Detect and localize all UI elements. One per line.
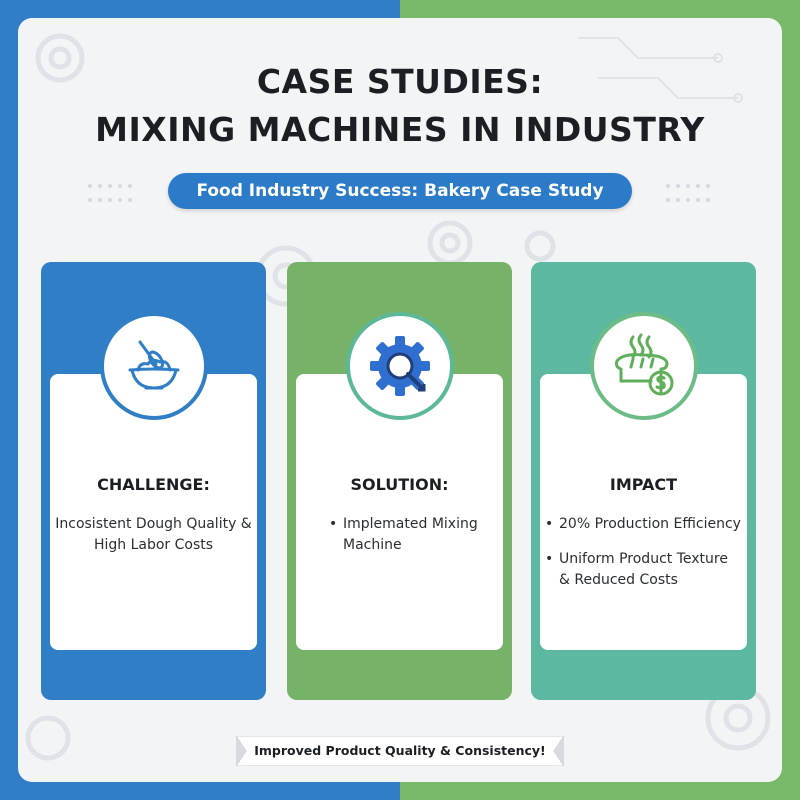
challenge-icon-badge [99,312,208,420]
subtitle-pill: Food Industry Success: Bakery Case Study [168,173,632,209]
impact-bullet-2: Uniform Product Texture & Reduced Costs [545,549,742,591]
impact-card: IMPACT 20% Production Efficiency Uniform… [531,262,756,700]
impact-heading: IMPACT [609,475,678,494]
solution-heading: SOLUTION: [350,475,449,494]
challenge-heading: CHALLENGE: [97,475,210,494]
challenge-card-body [50,374,257,650]
whisk-bowl-icon [128,340,179,390]
content-panel: CASE STUDIES: MIXING MACHINES IN INDUSTR… [18,18,782,782]
solution-card: SOLUTION: Implemated Mixing Machine [287,262,512,700]
impact-icon-badge [589,312,698,420]
impact-text: 20% Production Efficiency Uniform Produc… [545,514,742,605]
solution-bullet: Implemated Mixing Machine [329,514,498,556]
impact-card-body [540,374,747,650]
challenge-card: CHALLENGE: Incosistent Dough Quality & H… [41,262,266,700]
solution-card-body [296,374,503,650]
challenge-text: Incosistent Dough Quality & High Labor C… [55,516,252,553]
bottom-banner: Improved Product Quality & Consistency! [236,736,564,766]
page-title-line1: CASE STUDIES: [256,62,544,101]
bread-dollar-icon [614,333,673,396]
gear-magnifier-icon [369,336,430,396]
banner-text: Improved Product Quality & Consistency! [254,743,546,758]
impact-bullet-1: 20% Production Efficiency [545,514,742,535]
solution-text: Implemated Mixing Machine [301,514,498,570]
banner-ribbon-shape [236,736,564,766]
page-title-line2: MIXING MACHINES IN INDUSTRY [95,110,705,149]
solution-icon-badge [345,312,454,420]
